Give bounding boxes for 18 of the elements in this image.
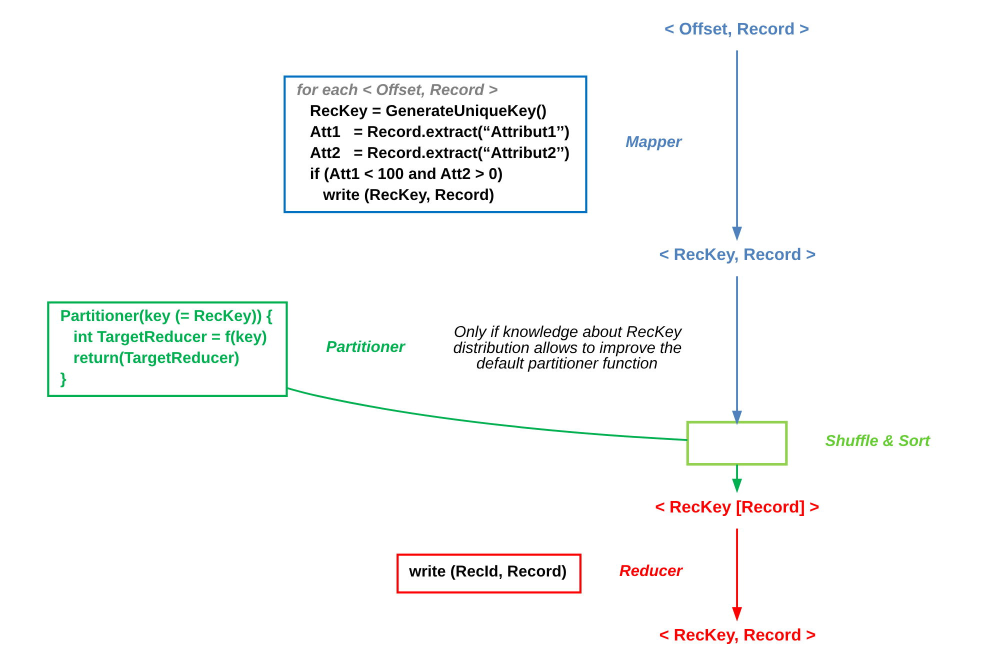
connector	[286, 387, 688, 441]
node-text: < RecKey, Record >	[659, 245, 816, 264]
node-text: < Offset, Record >	[664, 19, 810, 38]
node-label: Partitioner	[326, 338, 405, 356]
node-text: < RecKey, Record >	[659, 626, 816, 645]
node-label: Mapper	[626, 134, 682, 151]
node-label: Only if knowledge about RecKey distribution allows to improve the default partitioner function	[453, 324, 682, 373]
node-label: Shuffle & Sort	[825, 432, 930, 450]
node-label: Reducer	[619, 563, 682, 580]
node-box: Partitioner(key (= RecKey)) { int TargetReducer = f(key) return(TargetReducer) }	[47, 301, 288, 398]
node-box	[686, 420, 788, 466]
arrow	[732, 464, 742, 494]
node-box: for each < Offset, Record > RecKey = GenerateUniqueKey() Att1 = Record.extract(“Attribut1’’) Att2 = Record.extract(“Attribut2’’) if (Att1 < 100 and Att2 > 0) write (RecKey, Record)	[284, 75, 588, 214]
arrow	[732, 276, 742, 426]
node-text: < RecKey [Record] >	[655, 497, 820, 516]
arrow	[732, 50, 742, 242]
arrow	[732, 528, 742, 622]
node-box: write (RecId, Record)	[396, 554, 582, 594]
